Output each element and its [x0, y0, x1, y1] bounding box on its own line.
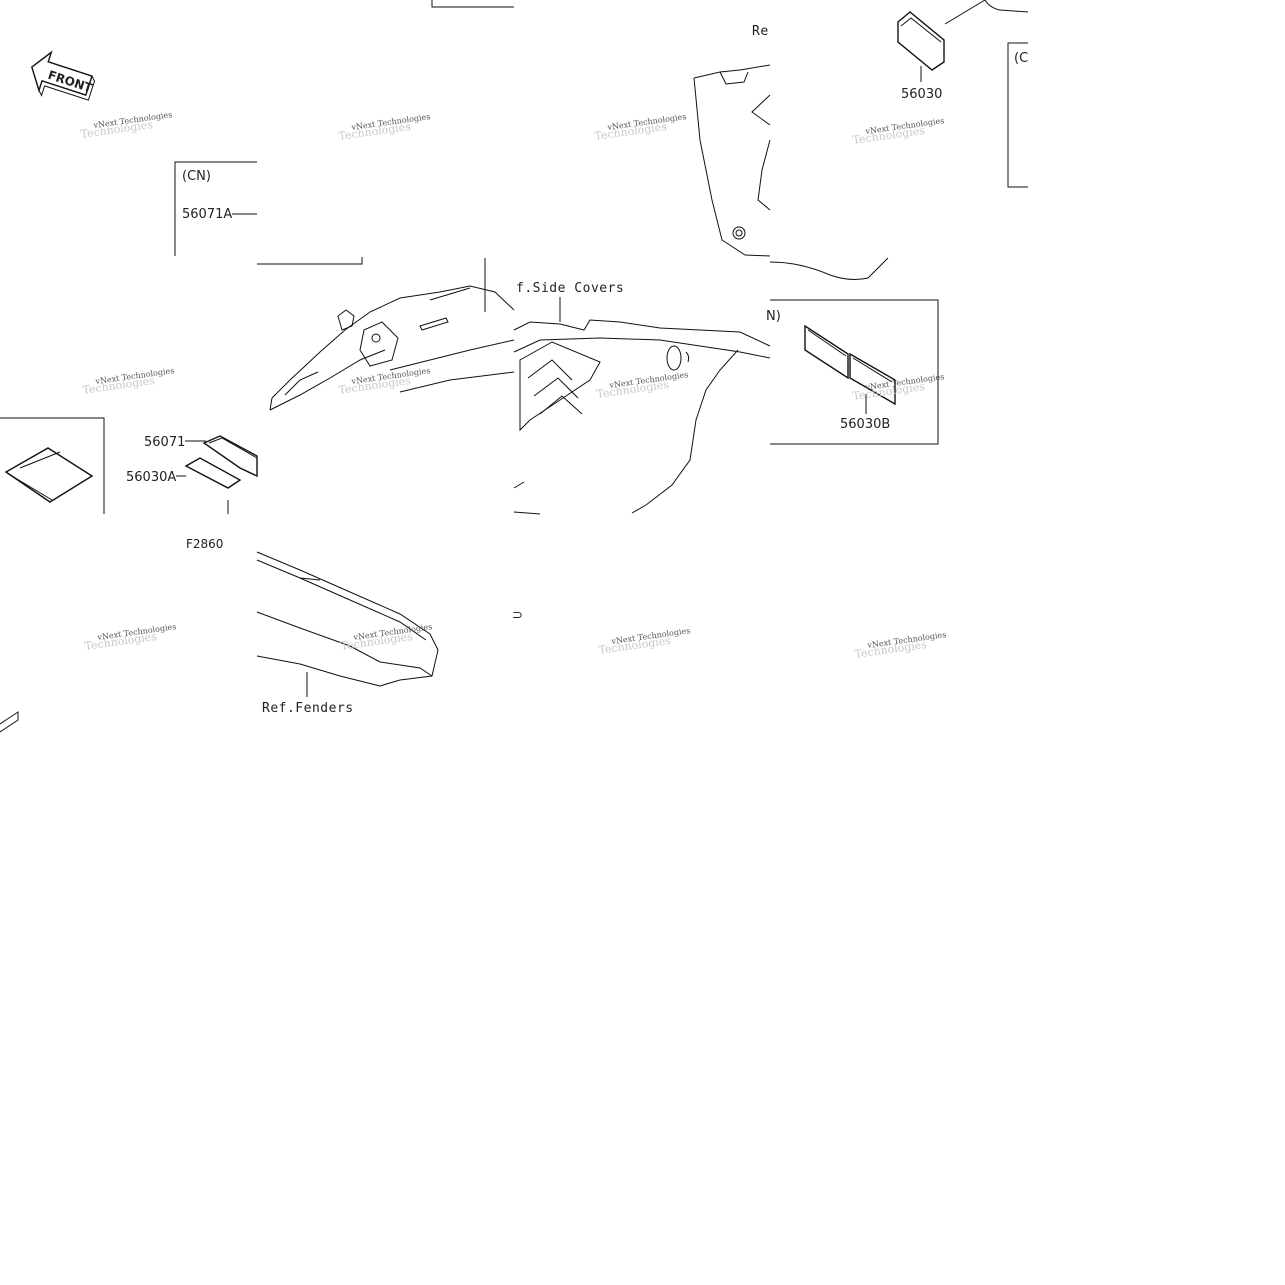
watermark: Technologies vNext Technologies — [852, 116, 945, 147]
part-56071-label: 56071 — [144, 435, 185, 450]
cn-frame-right-label: (C — [1014, 51, 1028, 66]
watermarks: Technologies vNext Technologies Technolo… — [80, 110, 947, 661]
ref-side-covers-label: f.Side Covers — [516, 281, 624, 296]
front-arrow-icon: FRONT — [31, 50, 96, 101]
cn-frame-56030B: N) 56030B — [766, 299, 939, 445]
frame-fragment-top — [431, 0, 514, 8]
ref-partial-top: Re — [752, 24, 769, 39]
watermark: Technologies vNext Technologies — [82, 366, 175, 397]
cn-frame-56030B-label: N) — [766, 309, 781, 324]
labels-56071-56030A: 56071 56030A — [126, 435, 258, 514]
part-56030B-label: 56030B — [840, 417, 890, 432]
part-56071A-label: 56071A — [182, 207, 232, 222]
watermark: Technologies vNext Technologies — [594, 112, 687, 143]
cn-frame-top-left: (CN) 56071A — [174, 161, 363, 265]
watermark: Technologies vNext Technologies — [854, 630, 947, 661]
upper-cover-drawing — [693, 64, 889, 280]
part-56030-label: 56030 — [901, 87, 942, 102]
left-frame-partial — [0, 417, 105, 733]
partial-glyph: ⊃ — [512, 608, 523, 623]
watermark: Technologies vNext Technologies — [80, 110, 173, 141]
rear-frame-drawing — [269, 258, 515, 411]
watermark: Technologies vNext Technologies — [84, 622, 177, 653]
side-cover-drawing: f.Side Covers — [513, 281, 771, 515]
figure-code: F2860 — [186, 537, 223, 551]
watermark: Technologies vNext Technologies — [596, 370, 689, 401]
watermark: Technologies vNext Technologies — [338, 366, 431, 397]
label-56030-group: 56030 — [897, 0, 1029, 102]
watermark: Technologies vNext Technologies — [598, 626, 691, 657]
watermark: Technologies vNext Technologies — [340, 622, 433, 653]
ref-fenders-label: Ref.Fenders — [262, 701, 354, 716]
front-label: FRONT — [46, 68, 95, 96]
watermark: Technologies vNext Technologies — [852, 372, 945, 403]
watermark: Technologies vNext Technologies — [338, 112, 431, 143]
fender-drawing: Ref.Fenders — [256, 551, 439, 716]
cn-frame-label: (CN) — [182, 169, 211, 184]
cn-frame-right-partial: (C — [1007, 42, 1028, 188]
part-56030A-label: 56030A — [126, 470, 176, 485]
